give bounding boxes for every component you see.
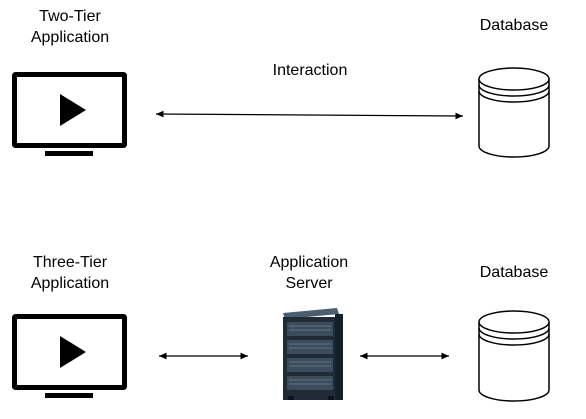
server-rack-icon xyxy=(283,308,343,400)
application-server-label-line2: Server xyxy=(285,275,333,292)
three-tier-title-line2: Application xyxy=(30,275,110,292)
application-server-label-line1: Application xyxy=(269,254,349,271)
database-cylinder-icon xyxy=(478,67,550,158)
interaction-label: Interaction xyxy=(272,62,348,79)
two-tier-title: Two-Tier Application xyxy=(18,6,122,48)
monitor-play-icon xyxy=(12,72,127,156)
two-tier-connection-arrow xyxy=(155,110,464,120)
two-tier-title-line2: Application xyxy=(30,29,110,46)
three-tier-title: Three-Tier Application xyxy=(18,252,122,294)
application-server-label: Application Server xyxy=(257,252,361,294)
monitor-play-icon xyxy=(12,314,127,398)
three-tier-database-label: Database xyxy=(479,264,549,281)
two-tier-database-label: Database xyxy=(479,17,549,34)
two-tier-title-line1: Two-Tier xyxy=(39,8,101,25)
database-cylinder-icon xyxy=(478,310,550,402)
three-tier-title-line1: Three-Tier xyxy=(32,254,108,271)
